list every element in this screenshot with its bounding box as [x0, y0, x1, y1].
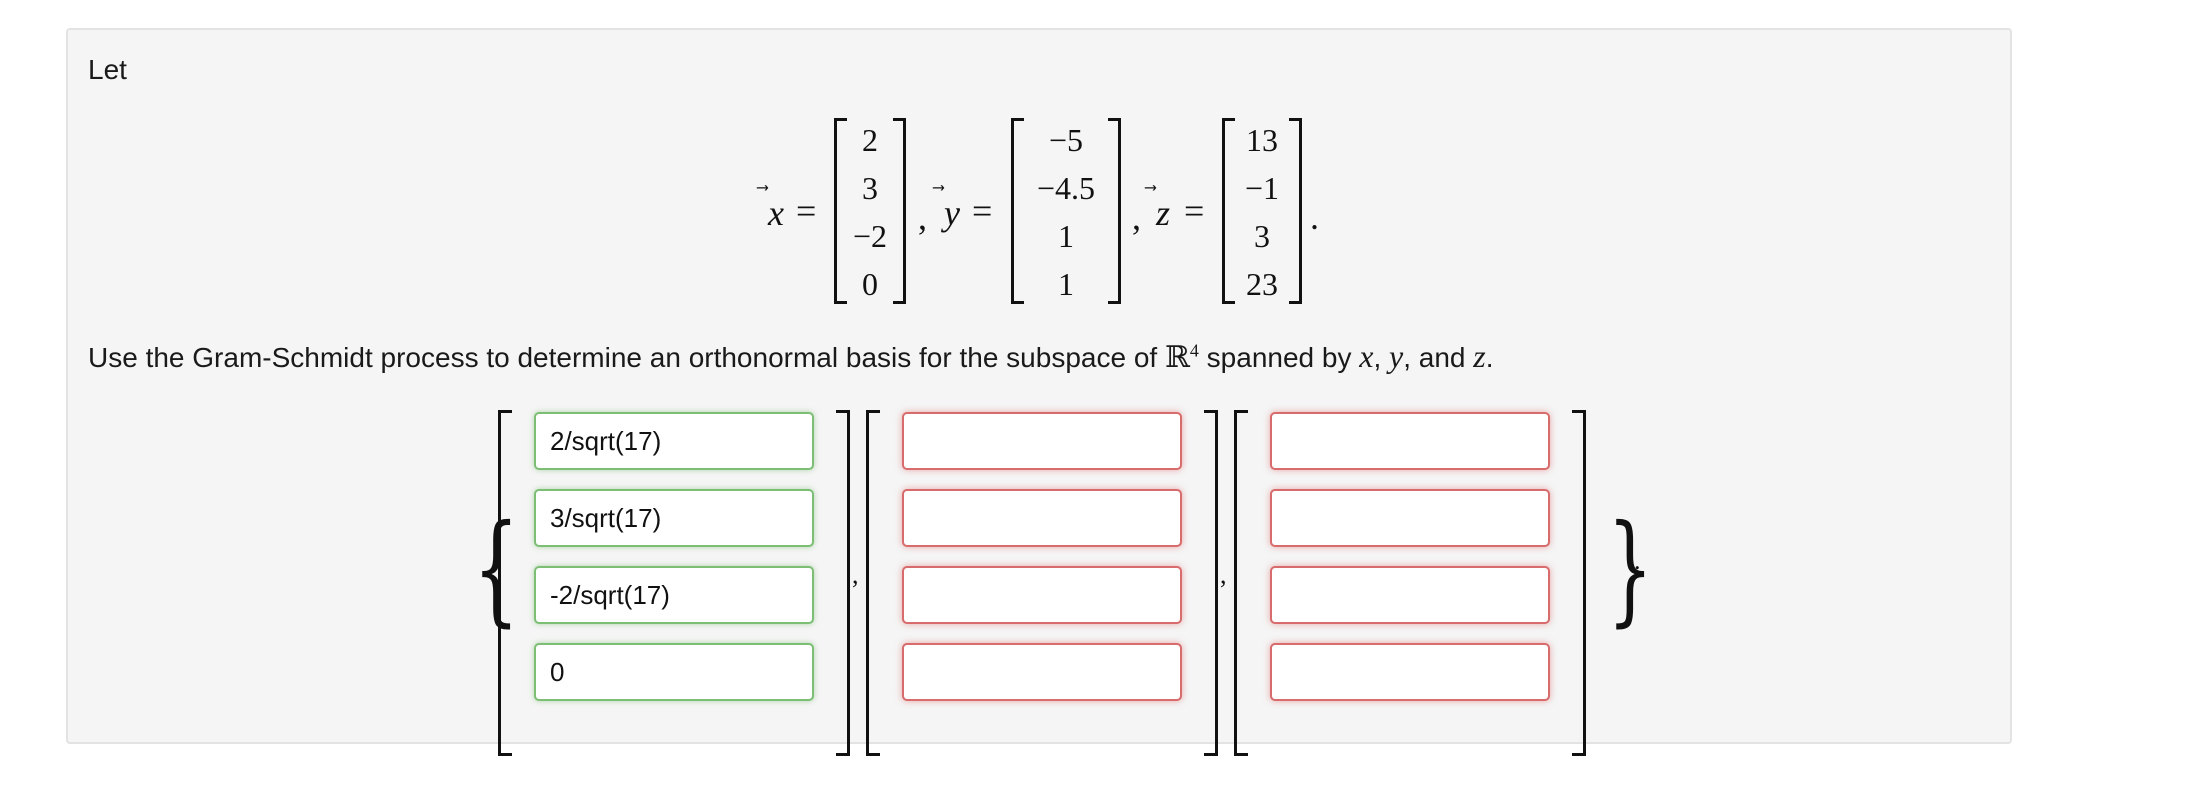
separator-comma: , [1132, 197, 1141, 237]
answer-vector-1-left-bracket [498, 410, 512, 756]
open-brace: { [473, 500, 520, 639]
z-entry-1: 13 [1246, 122, 1278, 158]
answer-v3-entry-4[interactable] [1270, 643, 1550, 701]
answer-vector-2-left-bracket [866, 410, 880, 756]
x-entry-4: 0 [862, 266, 878, 302]
prompt-vector-x: x [1359, 338, 1374, 374]
answer-v2-entry-3[interactable] [902, 566, 1182, 624]
x-entry-2: 3 [862, 170, 878, 206]
x-equals: = [796, 191, 817, 231]
z-equals: = [1184, 191, 1205, 231]
y-entry-3: 1 [1058, 218, 1074, 254]
x-vector-label: ⃗x [768, 193, 784, 233]
answer-v3-entry-3[interactable] [1270, 566, 1550, 624]
z-vector-matrix: 13 −1 3 23 [1222, 118, 1302, 304]
answer-vector-3-left-bracket [1234, 410, 1248, 756]
x-entry-3: −2 [852, 218, 888, 254]
prompt-vector-z: z [1473, 338, 1486, 374]
z-entry-4: 23 [1246, 266, 1278, 302]
y-vector-label: ⃗y [944, 193, 960, 233]
dimension-superscript: 4 [1189, 340, 1199, 361]
question-prompt: Use the Gram-Schmidt process to determin… [88, 338, 1494, 375]
answer-separator-comma: , [1220, 560, 1227, 589]
y-vector-matrix: −5 −4.5 1 1 [1011, 118, 1121, 304]
y-equals: = [972, 191, 993, 231]
prompt-vector-y: y [1389, 338, 1404, 374]
z-vector-label: ⃗z [1156, 193, 1171, 233]
answer-v1-entry-2[interactable] [534, 489, 814, 547]
given-terminator: . [1310, 197, 1319, 237]
x-entry-1: 2 [862, 122, 878, 158]
y-entry-2: −4.5 [1036, 170, 1096, 206]
answer-v2-entry-2[interactable] [902, 489, 1182, 547]
z-entry-3: 3 [1254, 218, 1270, 254]
separator-comma: , [918, 197, 927, 237]
answer-vector-1-right-bracket [836, 410, 850, 756]
answer-terminator: . [1634, 546, 1641, 575]
question-panel: Let ⃗x = 2 3 −2 0 , ⃗y = −5 −4.5 1 1 , ⃗… [66, 28, 2012, 756]
y-entry-4: 1 [1058, 266, 1074, 302]
answer-v3-entry-1[interactable] [1270, 412, 1550, 470]
answer-v1-entry-3[interactable] [534, 566, 814, 624]
intro-text: Let [88, 54, 127, 85]
answer-separator-comma: , [852, 560, 859, 589]
answer-v1-entry-4[interactable] [534, 643, 814, 701]
answer-v2-entry-1[interactable] [902, 412, 1182, 470]
answer-vector-3-right-bracket [1572, 410, 1586, 756]
real-numbers-symbol: ℝ [1164, 340, 1190, 375]
z-entry-2: −1 [1244, 170, 1280, 206]
answer-v2-entry-4[interactable] [902, 643, 1182, 701]
close-brace: } [1607, 500, 1654, 639]
answer-v1-entry-1[interactable] [534, 412, 814, 470]
answer-vector-2-right-bracket [1204, 410, 1218, 756]
answer-v3-entry-2[interactable] [1270, 489, 1550, 547]
y-entry-1: −5 [1048, 122, 1084, 158]
x-vector-matrix: 2 3 −2 0 [834, 118, 906, 304]
